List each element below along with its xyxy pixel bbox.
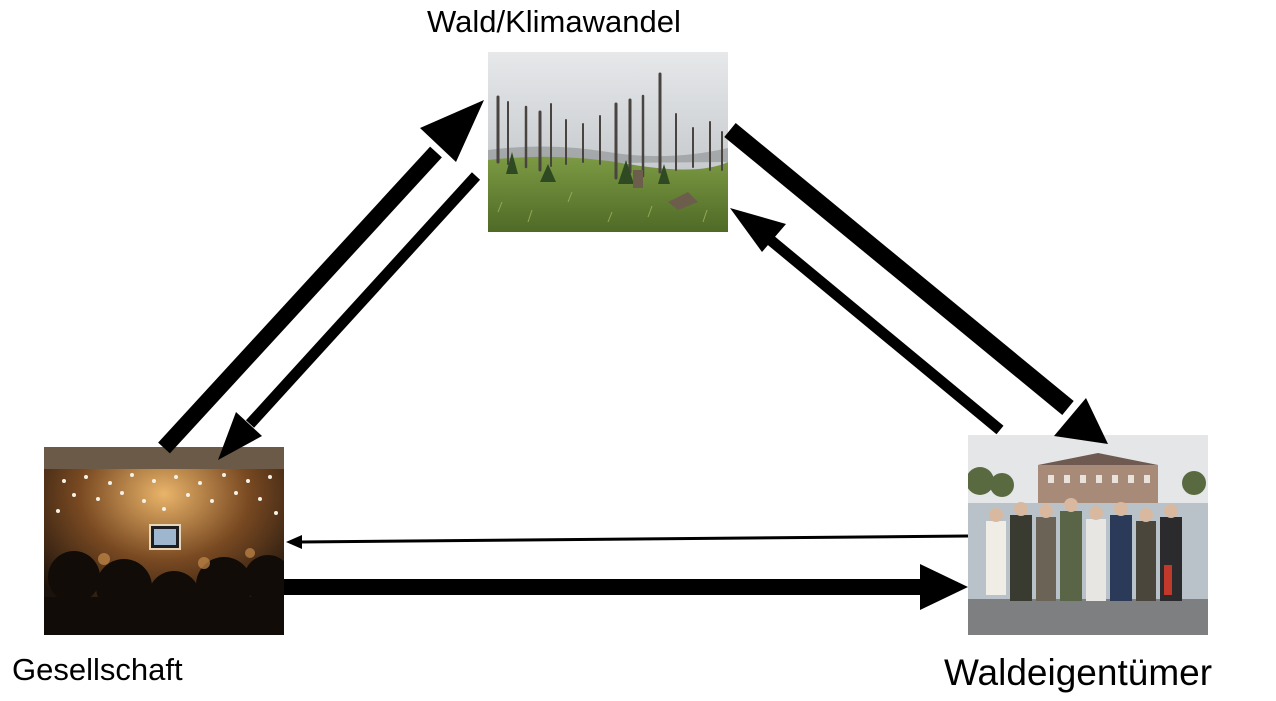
arrow-society-to-forest: [158, 100, 484, 454]
arrow-forest-to-owners: [724, 123, 1108, 444]
arrow-owners-to-forest: [730, 208, 1004, 435]
arrow-forest-to-society: [218, 172, 481, 460]
arrow-owners-to-society: [286, 534, 969, 549]
forest-climate-label: Wald/Klimawandel: [427, 4, 681, 39]
crowd-with-phones-photo: [44, 447, 284, 635]
group-in-front-of-castle-photo: [968, 435, 1208, 635]
society-label: Gesellschaft: [12, 652, 183, 687]
arrow-society-to-owners: [284, 564, 968, 610]
forest-owners-label: Waldeigentümer: [944, 652, 1213, 693]
dead-forest-photo: [488, 52, 728, 232]
